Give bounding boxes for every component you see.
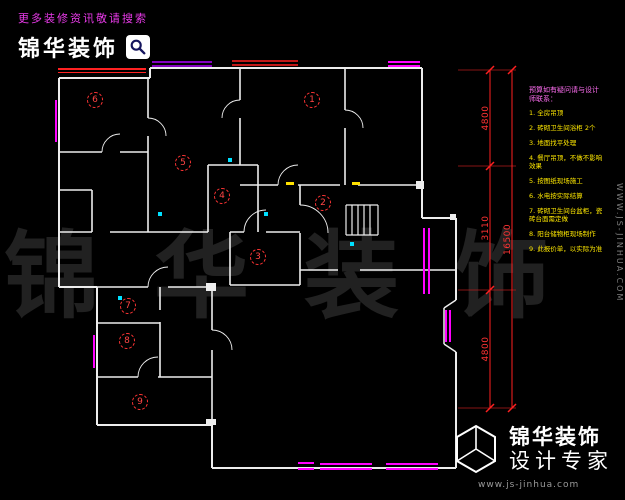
notes-title: 预算如有疑问请与设计师联系： xyxy=(529,86,599,103)
room-marker-1: 1 xyxy=(304,92,320,108)
windows-layer xyxy=(55,61,451,470)
note-item: 4. 餐厅吊顶，不做不影响效果 xyxy=(529,154,603,170)
watermark-text: 锦华装饰 xyxy=(4,222,605,332)
columns-layer xyxy=(206,181,456,425)
fixture-marks-layer xyxy=(118,158,354,300)
note-item: 7. 砖砌卫生间台盆柜，瓷砖台面需定做 xyxy=(529,207,603,223)
header-tagline: 更多装修资讯敬请搜索 xyxy=(18,12,148,25)
jinhua-logo-icon xyxy=(456,424,496,474)
header-brand: 锦华装饰 xyxy=(18,37,119,62)
side-website[interactable]: WWW.JS-JINHUA.COM xyxy=(615,183,624,303)
notes-panel: 预算如有疑问请与设计师联系： 1. 全房吊顶 2. 砖砌卫生间浴柜 2个 3. … xyxy=(529,86,603,260)
dimension-label-top: 4800 xyxy=(481,105,491,131)
room-marker-7: 7 xyxy=(120,298,136,314)
search-icon[interactable] xyxy=(126,35,151,59)
door-tags-layer xyxy=(286,182,360,185)
brand-underline xyxy=(58,68,146,73)
footer-website[interactable]: www.js-jinhua.com xyxy=(478,480,580,490)
note-item: 6. 水电按实际结算 xyxy=(529,192,583,200)
dimension-total-label: 16500 xyxy=(503,223,513,255)
room-marker-6: 6 xyxy=(87,92,103,108)
header: 更多装修资讯敬请搜索 锦华装饰 xyxy=(18,10,151,73)
note-item: 9. 此报价单，以实际为准 xyxy=(529,245,603,253)
room-marker-3: 3 xyxy=(250,249,266,265)
note-item: 1. 全房吊顶 xyxy=(529,109,564,117)
note-item: 3. 地面找平处理 xyxy=(529,139,577,147)
room-marker-9: 9 xyxy=(132,394,148,410)
note-item: 2. 砖砌卫生间浴柜 2个 xyxy=(529,124,596,132)
footer-brand: 锦华装饰 xyxy=(509,425,601,449)
room-marker-5: 5 xyxy=(175,155,191,171)
dimension-label-middle: 3110 xyxy=(481,215,491,241)
note-item: 8. 阳台储物柜现场制作 xyxy=(529,230,596,238)
walls-layer xyxy=(58,67,457,469)
footer-subtitle: 设计专家 xyxy=(509,449,613,473)
red-lines-layer xyxy=(232,60,517,413)
dimension-label-bottom: 4800 xyxy=(481,336,491,362)
footer-brand-block: 锦华装饰 设计专家 xyxy=(453,424,613,474)
room-marker-2: 2 xyxy=(315,195,331,211)
room-marker-4: 4 xyxy=(214,188,230,204)
room-marker-8: 8 xyxy=(119,333,135,349)
note-item: 5. 按图纸现场施工 xyxy=(529,177,583,185)
